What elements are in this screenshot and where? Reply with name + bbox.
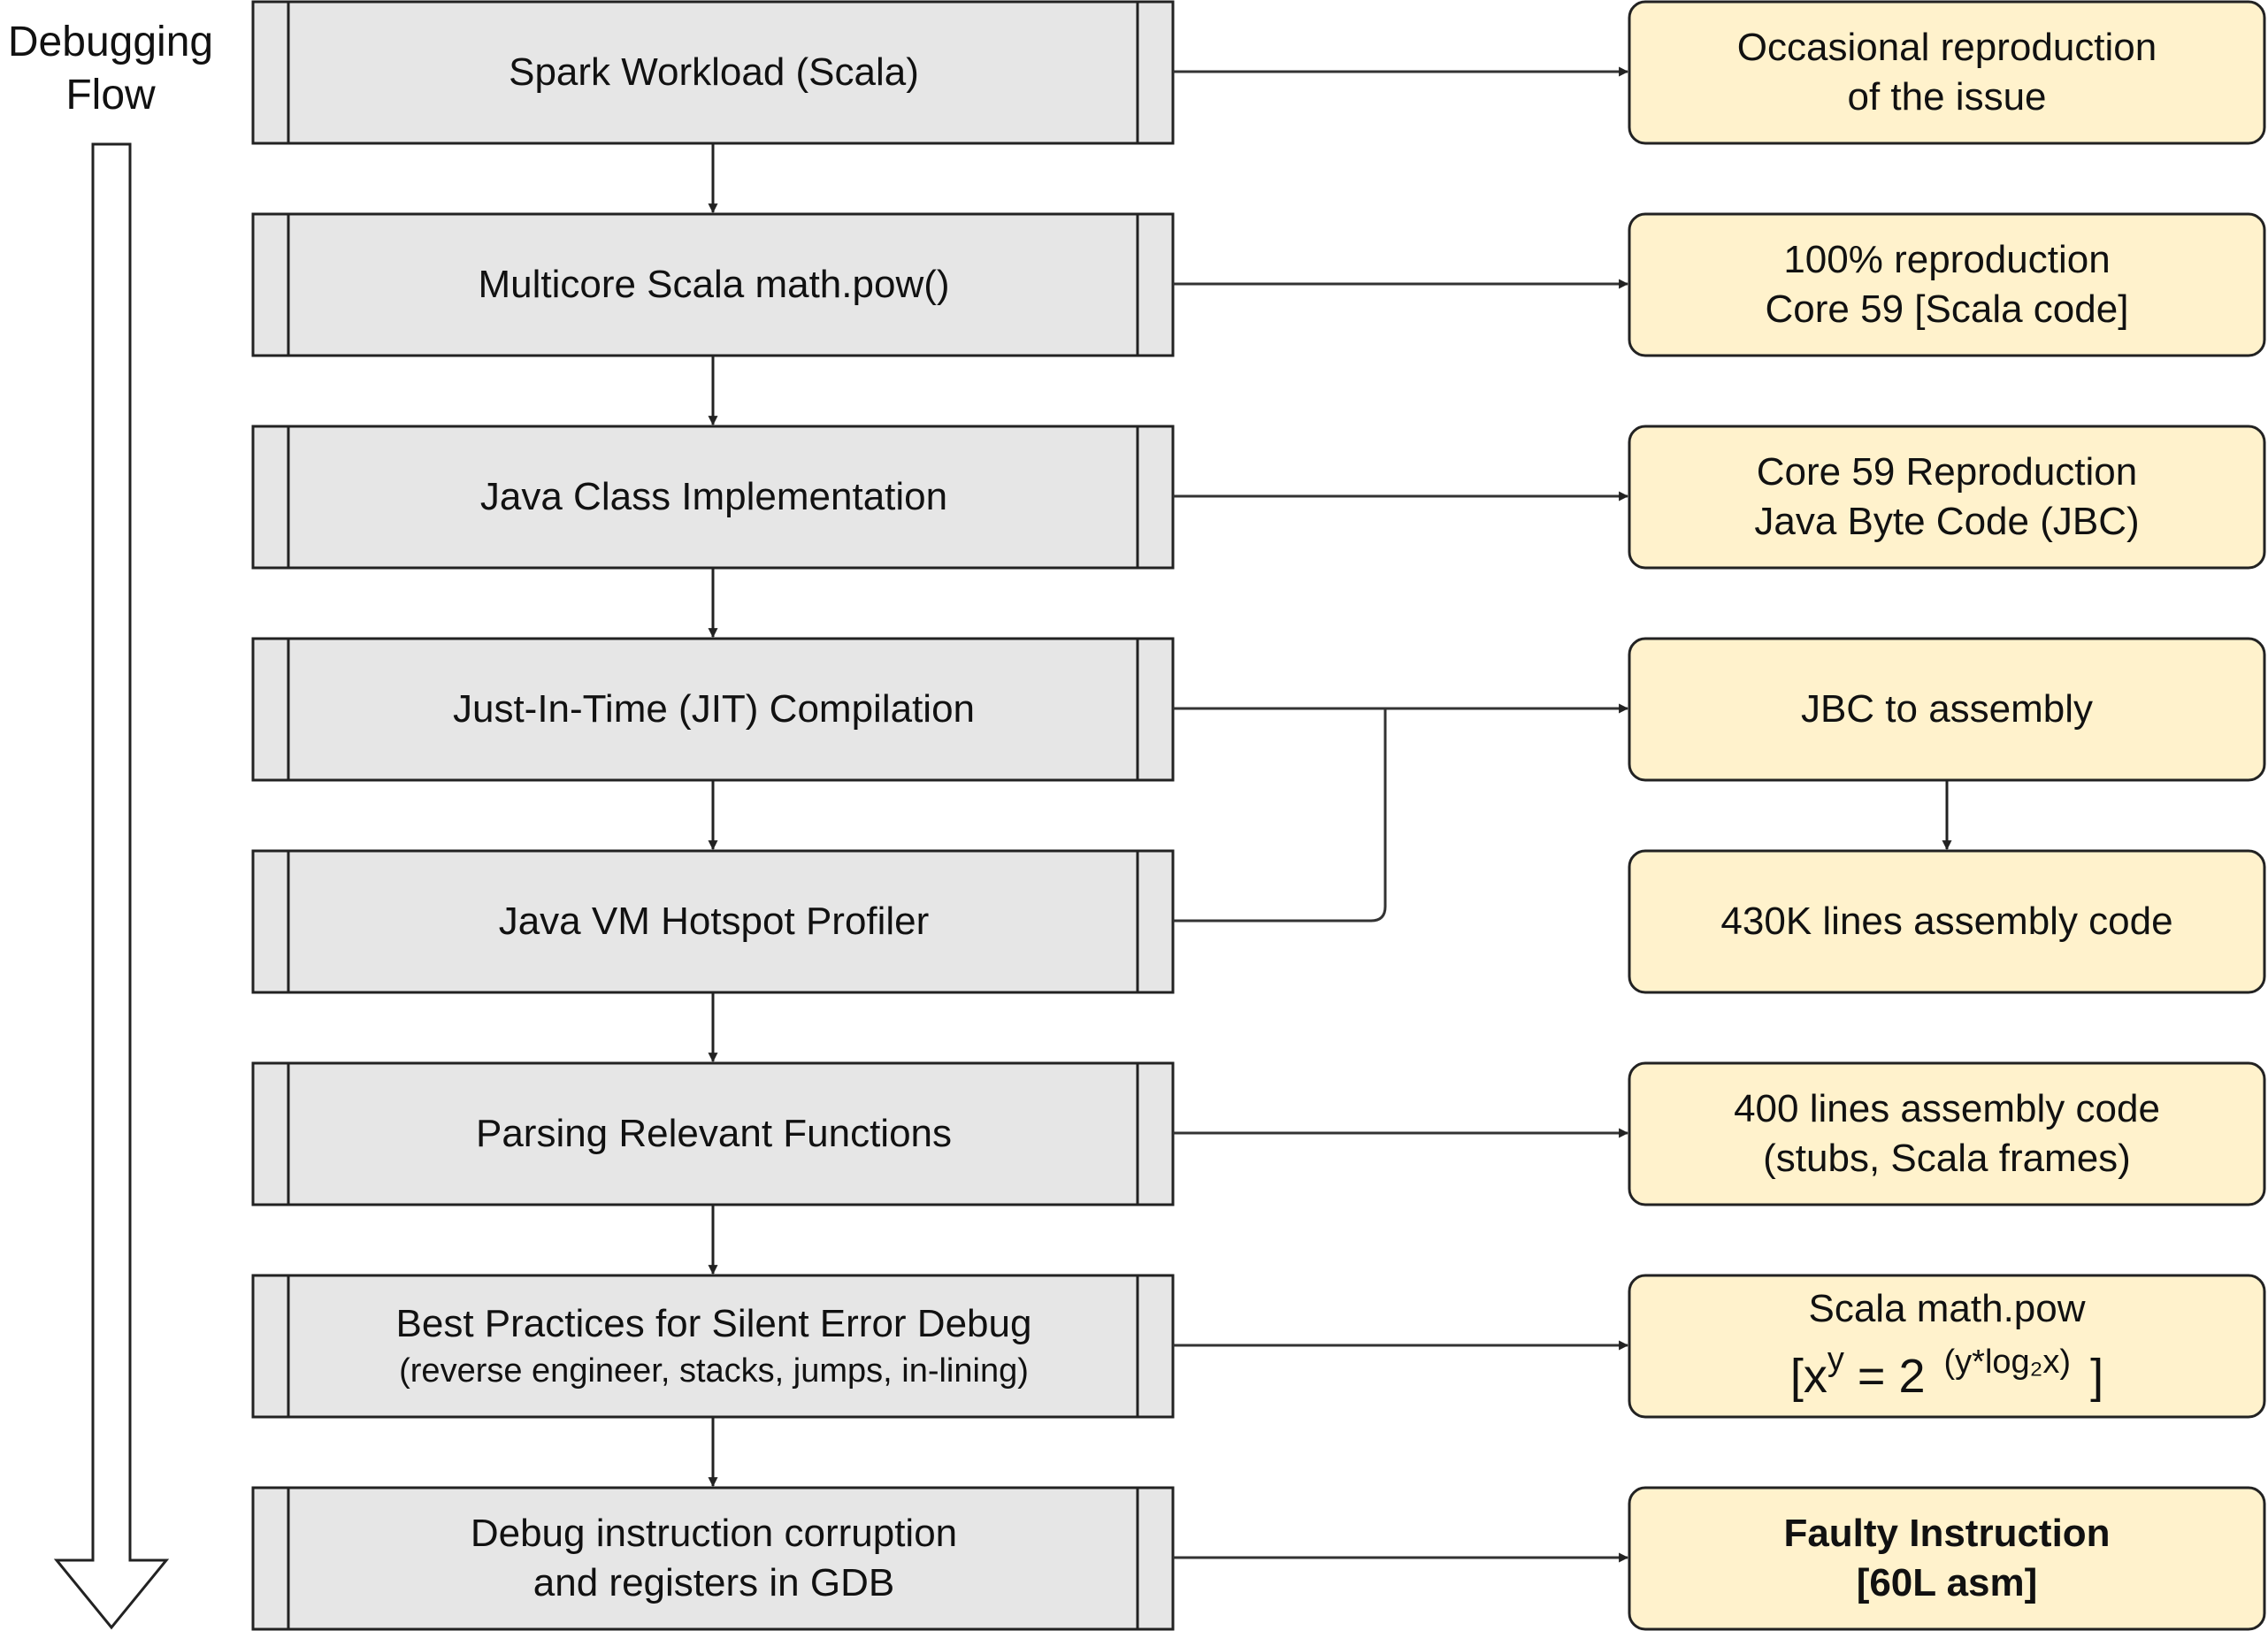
result-box-3	[1628, 425, 2266, 570]
step-label-8: Debug instruction corruption and registe…	[255, 1488, 1173, 1629]
result-8-line-2: [60L asm]	[1856, 1561, 2038, 1604]
result-6-line-2: (stubs, Scala frames)	[1763, 1137, 2131, 1180]
flow-label-line-2: Flow	[65, 72, 156, 119]
step-label-2: Multicore Scala math.pow()	[255, 214, 1173, 356]
step-label-3: Java Class Implementation	[255, 426, 1173, 568]
result-box-5	[1628, 849, 2266, 994]
formula-open: [x	[1789, 1349, 1827, 1403]
step-label-1: Spark Workload (Scala)	[255, 2, 1173, 143]
flow-label-line-1: Debugging	[7, 19, 214, 65]
step-6-line-1: Parsing Relevant Functions	[475, 1112, 953, 1155]
step-box-6	[251, 1061, 1175, 1206]
step-2-line-1: Multicore Scala math.pow()	[478, 263, 950, 306]
result-box-8	[1628, 1486, 2266, 1631]
result-label-8: Faulty Instruction [60L asm]	[1629, 1488, 2264, 1629]
connector-step-5-to-result-4	[1173, 708, 1387, 923]
step-7-subtitle: (reverse engineer, stacks, jumps, in-lin…	[399, 1352, 1029, 1390]
step-8-line-1: Debug instruction corruption	[470, 1512, 958, 1555]
result-label-5: 430K lines assembly code	[1629, 851, 2264, 992]
formula-exponent: (y*log₂x)	[1943, 1343, 2072, 1381]
step-box-8	[251, 1486, 1175, 1631]
result-3-line-2: Java Byte Code (JBC)	[1754, 500, 2140, 543]
step-3-line-1: Java Class Implementation	[479, 475, 948, 518]
result-2-line-2: Core 59 [Scala code]	[1765, 287, 2129, 331]
step-label-4: Just-In-Time (JIT) Compilation	[255, 639, 1173, 780]
result-3-line-1: Core 59 Reproduction	[1756, 450, 2138, 494]
step-label-6: Parsing Relevant Functions	[255, 1063, 1173, 1205]
formula-close: ]	[2090, 1349, 2104, 1403]
step-8-line-2: and registers in GDB	[533, 1561, 895, 1604]
step-box-1	[251, 0, 1175, 145]
step-box-5	[251, 849, 1175, 994]
result-5-line-1: 430K lines assembly code	[1720, 900, 2173, 943]
result-label-1: Occasional reproduction of the issue	[1629, 2, 2264, 143]
debugging-flow-arrow	[53, 142, 170, 1630]
debugging-flow-label: Debugging Flow	[0, 16, 221, 122]
pow-formula: [xy = 2 (y*log₂x)]	[1790, 1337, 2103, 1409]
step-label-7: Best Practices for Silent Error Debug (r…	[255, 1275, 1173, 1417]
step-box-7	[251, 1274, 1175, 1419]
result-6-line-1: 400 lines assembly code	[1734, 1087, 2160, 1130]
result-8-line-1: Faulty Instruction	[1783, 1512, 2111, 1555]
result-4-line-1: JBC to assembly	[1800, 687, 2094, 731]
result-label-3: Core 59 Reproduction Java Byte Code (JBC…	[1629, 426, 2264, 568]
result-box-1	[1628, 0, 2266, 145]
formula-sup: y	[1827, 1340, 1844, 1378]
step-5-line-1: Java VM Hotspot Profiler	[498, 900, 930, 943]
result-label-2: 100% reproduction Core 59 [Scala code]	[1629, 214, 2264, 356]
step-label-5: Java VM Hotspot Profiler	[255, 851, 1173, 992]
result-box-2	[1628, 212, 2266, 357]
result-1-line-1: Occasional reproduction	[1736, 26, 2157, 69]
result-label-6: 400 lines assembly code (stubs, Scala fr…	[1629, 1063, 2264, 1205]
result-box-6	[1628, 1061, 2266, 1206]
result-label-4: JBC to assembly	[1629, 639, 2264, 780]
result-2-line-1: 100% reproduction	[1783, 238, 2111, 281]
step-4-line-1: Just-In-Time (JIT) Compilation	[452, 687, 976, 731]
result-7-line-1: Scala math.pow	[1808, 1286, 2086, 1330]
result-box-7	[1628, 1274, 2266, 1419]
result-1-line-2: of the issue	[1847, 75, 2047, 119]
formula-mid: = 2	[1843, 1349, 1939, 1403]
step-7-line-1: Best Practices for Silent Error Debug	[395, 1302, 1032, 1345]
result-label-7: Scala math.pow [xy = 2 (y*log₂x)]	[1629, 1275, 2264, 1417]
step-1-line-1: Spark Workload (Scala)	[509, 50, 919, 94]
